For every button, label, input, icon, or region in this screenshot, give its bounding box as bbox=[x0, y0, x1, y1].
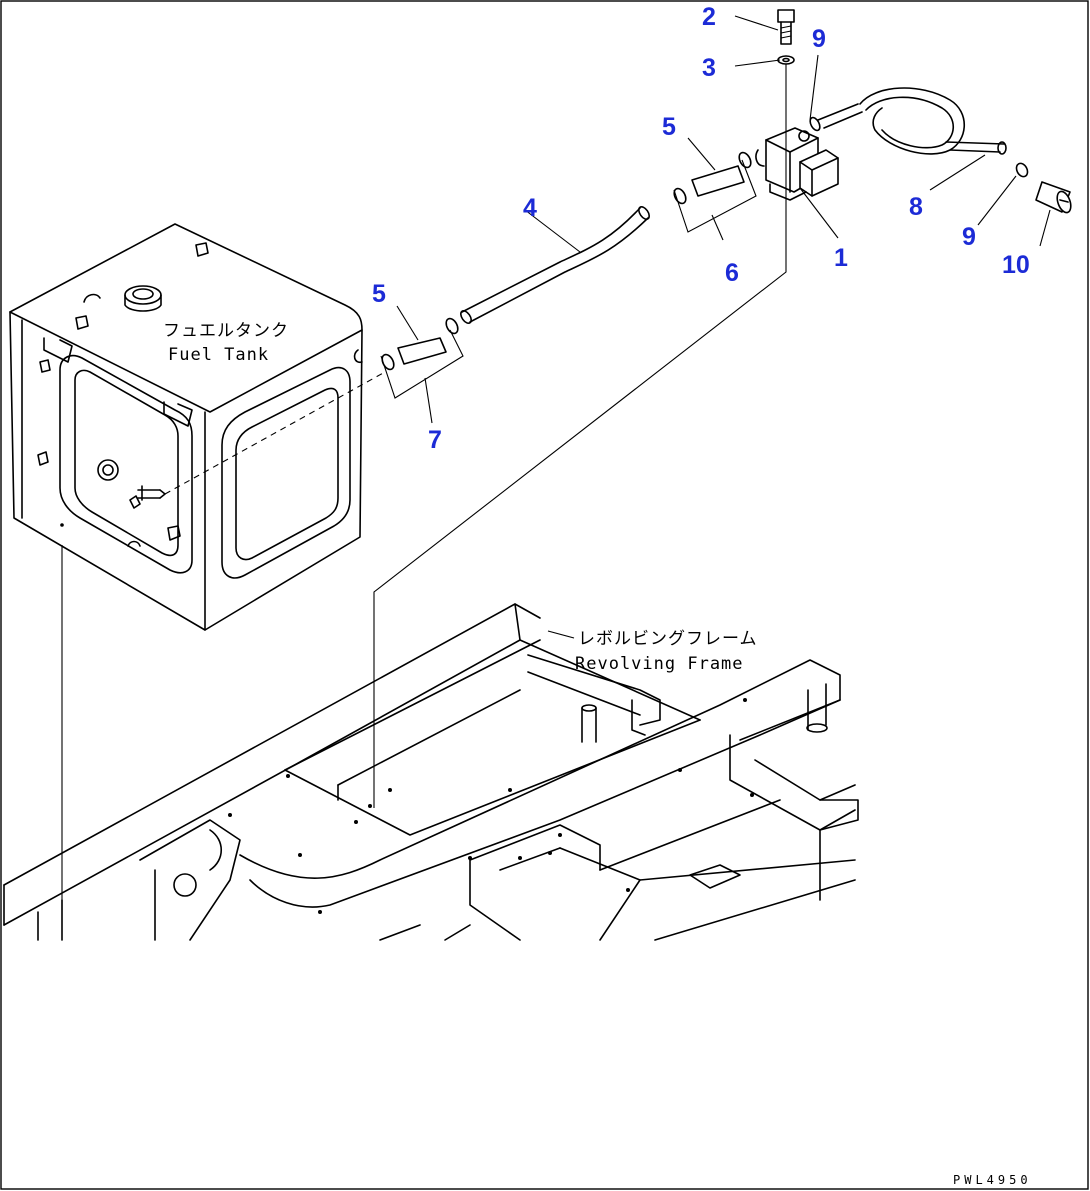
callout-3: 3 bbox=[702, 54, 716, 82]
fuel-tank-label-en: Fuel Tank bbox=[168, 345, 269, 365]
callout-7: 7 bbox=[428, 426, 442, 454]
revolving-frame-label-jp: レボルビングフレーム bbox=[578, 629, 758, 649]
callout-9-upper: 9 bbox=[812, 25, 826, 53]
revolving-frame-label-en: Revolving Frame bbox=[575, 654, 744, 674]
hose-assembly bbox=[164, 151, 757, 495]
callout-1: 1 bbox=[834, 244, 848, 272]
drawing-code: PWL4950 bbox=[953, 1173, 1032, 1187]
fuel-tank-drawing bbox=[9, 223, 363, 631]
callout-4: 4 bbox=[523, 194, 537, 222]
fuel-tank-label-jp: フュエルタンク bbox=[163, 321, 289, 341]
callout-9-lower: 9 bbox=[962, 223, 976, 251]
callout-2: 2 bbox=[702, 3, 716, 31]
callout-10: 10 bbox=[1002, 251, 1030, 279]
callout-5-lower: 5 bbox=[372, 280, 386, 308]
callout-5-upper: 5 bbox=[662, 113, 676, 141]
callout-numbers: 2 3 9 5 4 6 1 8 9 10 5 7 bbox=[372, 3, 1030, 454]
mounting-reference-line bbox=[373, 64, 787, 808]
callout-6: 6 bbox=[725, 259, 739, 287]
callout-leaders bbox=[396, 15, 1051, 639]
callout-8: 8 bbox=[909, 193, 923, 221]
bolt-and-washer bbox=[777, 9, 795, 65]
pump-assembly bbox=[755, 87, 1072, 214]
